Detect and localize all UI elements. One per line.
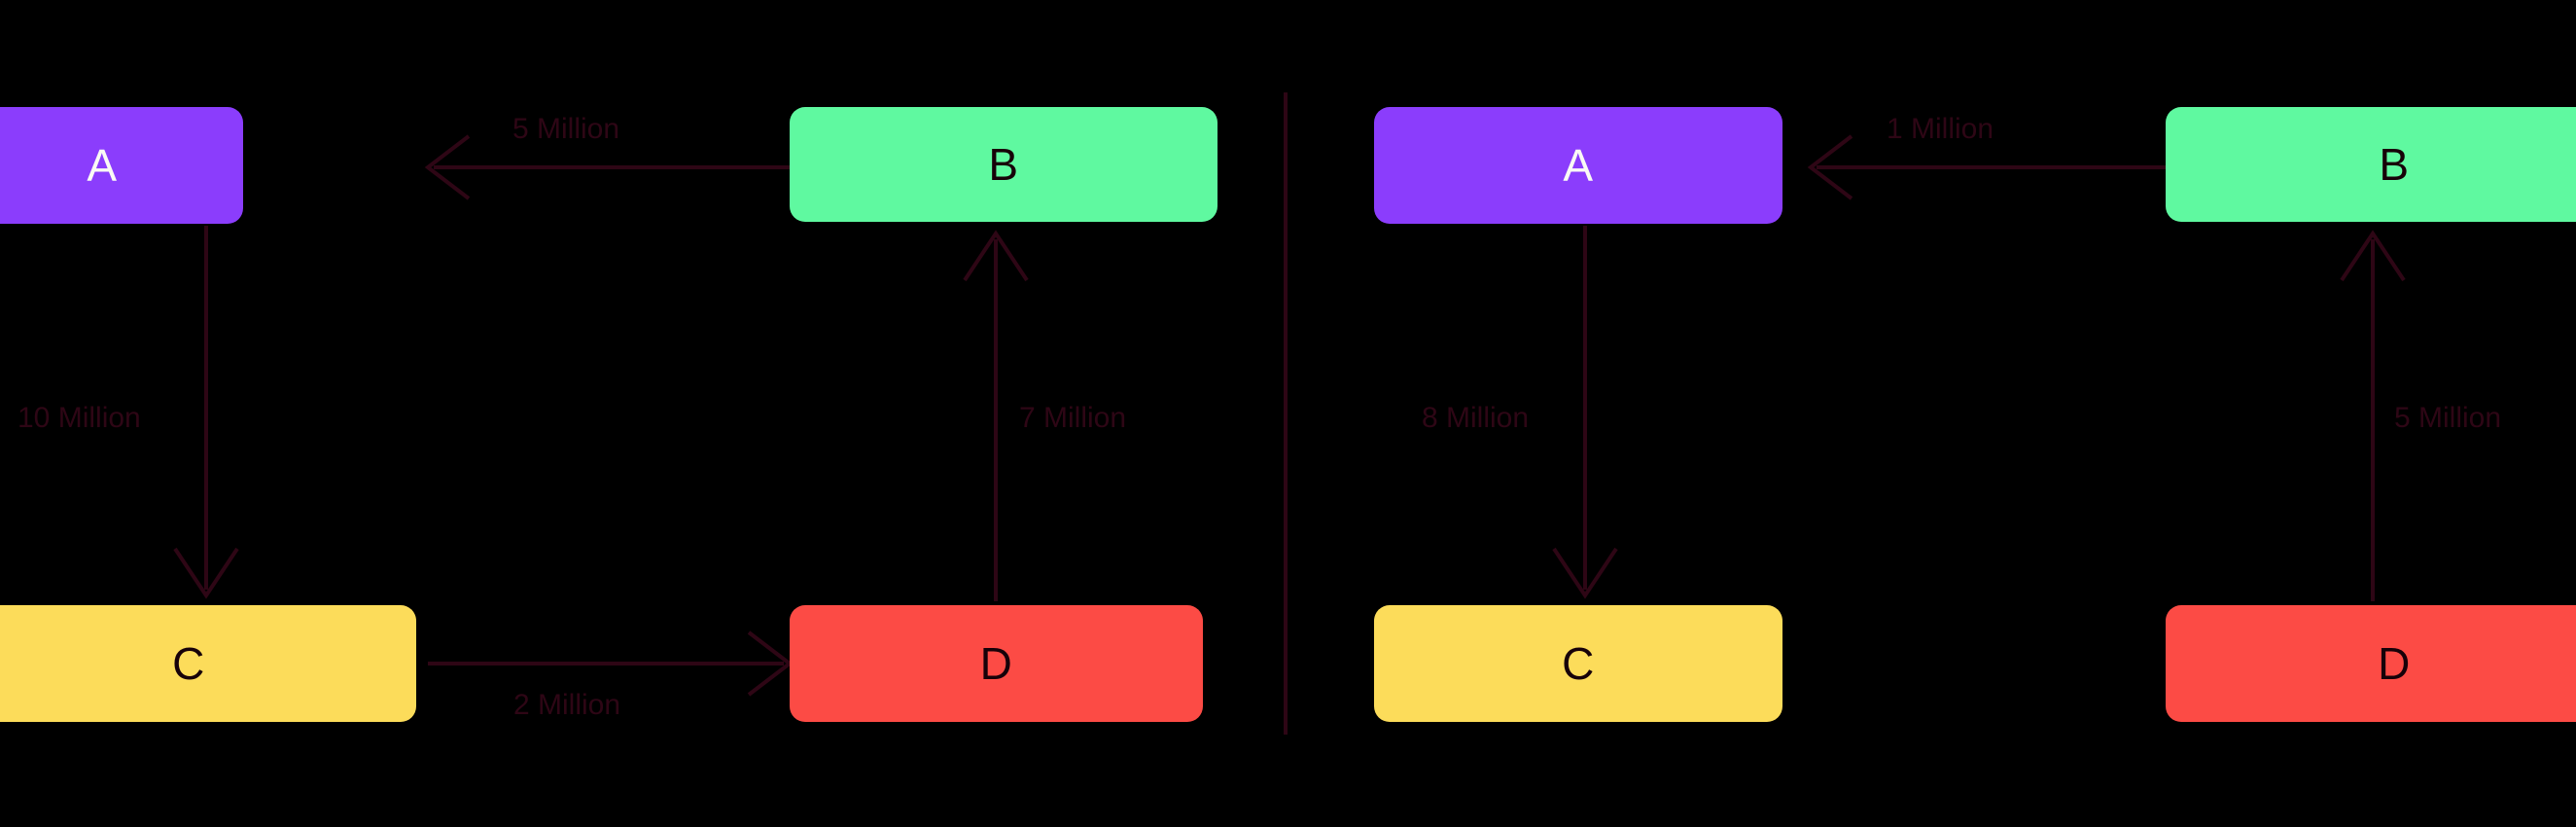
vertical-separator bbox=[1284, 92, 1288, 735]
left-node-a-label: A bbox=[87, 140, 118, 191]
left-edge-label-c-to-d: 2 Million bbox=[513, 689, 621, 721]
left-node-b-label: B bbox=[988, 139, 1019, 190]
right-node-b[interactable]: B bbox=[2166, 107, 2576, 222]
edge-right-a-to-c bbox=[1552, 226, 1618, 599]
right-node-d[interactable]: D bbox=[2166, 605, 2576, 722]
left-node-b[interactable]: B bbox=[790, 107, 1217, 222]
right-node-c[interactable]: C bbox=[1374, 605, 1782, 722]
edge-left-b-to-a bbox=[424, 134, 790, 200]
right-node-b-label: B bbox=[2379, 139, 2410, 190]
edge-left-d-to-b bbox=[963, 230, 1029, 601]
left-node-d[interactable]: D bbox=[790, 605, 1203, 722]
left-node-c-label: C bbox=[172, 638, 205, 689]
right-edge-label-b-to-a: 1 Million bbox=[1887, 113, 1994, 145]
right-node-d-label: D bbox=[2378, 638, 2411, 689]
right-node-a[interactable]: A bbox=[1374, 107, 1782, 224]
right-node-a-label: A bbox=[1563, 140, 1594, 191]
right-edge-label-a-to-c: 8 Million bbox=[1422, 402, 1530, 434]
left-edge-label-a-to-c: 10 Million bbox=[18, 402, 141, 434]
right-node-c-label: C bbox=[1562, 638, 1595, 689]
left-edge-label-b-to-a: 5 Million bbox=[512, 113, 620, 145]
edge-left-c-to-d bbox=[428, 630, 794, 697]
left-node-a[interactable]: A bbox=[0, 107, 243, 224]
left-node-c[interactable]: C bbox=[0, 605, 416, 722]
left-node-d-label: D bbox=[979, 638, 1013, 689]
edge-right-b-to-a bbox=[1807, 134, 2166, 200]
right-edge-label-d-to-b: 5 Million bbox=[2394, 402, 2502, 434]
edge-left-a-to-c bbox=[173, 226, 239, 599]
left-edge-label-d-to-b: 7 Million bbox=[1019, 402, 1127, 434]
